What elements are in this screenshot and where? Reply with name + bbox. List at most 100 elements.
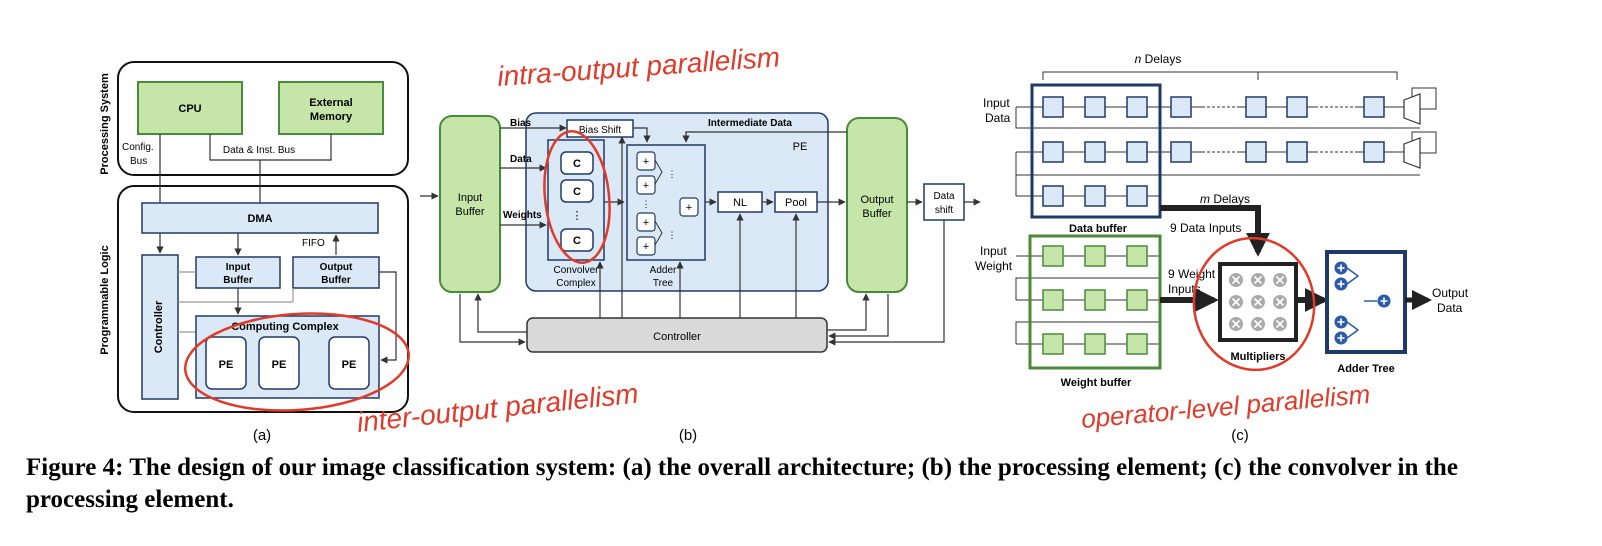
data-reg	[1084, 96, 1106, 118]
panel-a: Processing System Programmable Logic CPU…	[99, 61, 411, 444]
adder-b-1-plus: +	[643, 156, 649, 168]
adder-b-3	[636, 212, 656, 232]
controller-label: Controller	[153, 300, 165, 353]
weight-reg	[1084, 245, 1106, 267]
pe-box-3	[328, 336, 370, 390]
input-buffer-b-label-2: Buffer	[455, 206, 484, 218]
adder-b-4	[636, 236, 656, 256]
convolver-complex-label-1: Convolver	[553, 265, 599, 276]
output-buffer-b-label-1: Output	[860, 194, 893, 206]
delay-reg	[1245, 96, 1267, 118]
adder-dots-3: ⋮	[668, 230, 677, 240]
data-label: Data	[510, 154, 532, 165]
panel-a-tag: (a)	[253, 427, 271, 444]
data-reg	[1042, 141, 1064, 163]
bias-shift-label: Bias Shift	[579, 125, 621, 136]
output-buffer-b-label-2: Buffer	[862, 208, 891, 220]
data-buffer-label: Data buffer	[1069, 223, 1128, 235]
data-reg	[1126, 141, 1148, 163]
weights-label: Weights	[503, 210, 542, 221]
delay-reg	[1286, 141, 1308, 163]
weight-reg	[1084, 333, 1106, 355]
controller-box	[141, 254, 179, 400]
mux-1	[1403, 93, 1421, 125]
data-inst-bus-line	[209, 134, 332, 161]
data-reg	[1084, 185, 1106, 207]
external-memory-box	[278, 81, 384, 135]
plus-icon	[1337, 318, 1345, 326]
convolver-dots: ⋮	[572, 210, 583, 222]
intermediate-arrow	[682, 131, 847, 143]
input-weight-label-2: Weight	[975, 259, 1013, 273]
m-delays-label: m Delays	[1200, 192, 1250, 206]
weight-reg	[1042, 333, 1064, 355]
data-inst-bus-label: Data & Inst. Bus	[223, 145, 295, 156]
programmable-logic-label: Programmable Logic	[99, 245, 111, 354]
data-reg	[1084, 141, 1106, 163]
intra-output-annotation: intra-output parallelism	[496, 41, 781, 92]
input-buffer-label-1: Input	[226, 262, 251, 273]
delay-reg	[1286, 96, 1308, 118]
ib-to-ctrl-b	[459, 294, 526, 346]
external-memory-label-2: Memory	[310, 111, 353, 123]
multiply-icon	[1253, 319, 1263, 329]
figure-diagram: Processing System Programmable Logic CPU…	[99, 41, 1469, 444]
input-weight-label-1: Input	[980, 244, 1007, 258]
convolver-c-3	[560, 228, 594, 252]
weight-register-cells	[1042, 245, 1148, 355]
output-buffer-b-box	[846, 117, 908, 293]
weight-reg	[1126, 333, 1148, 355]
adder-b-4-plus: +	[643, 241, 649, 253]
dma-label: DMA	[247, 213, 272, 225]
ob-to-ctrl-b	[828, 294, 889, 340]
weight-buffer-label: Weight buffer	[1061, 377, 1132, 389]
convolver-c-1	[560, 151, 594, 175]
intermediate-data-label: Intermediate Data	[708, 118, 792, 129]
adder-merge-2	[654, 220, 663, 246]
adder-tree-b-label-1: Adder	[650, 265, 677, 276]
input-data-label-2: Data	[985, 111, 1011, 125]
n-delays-bracket	[1042, 71, 1398, 80]
multiply-icon	[1231, 275, 1241, 285]
weight-reg	[1126, 245, 1148, 267]
m-delays-var: m	[1200, 192, 1210, 206]
nine-data-inputs-label: 9 Data Inputs	[1170, 221, 1241, 235]
plus-icon	[1337, 264, 1345, 272]
delay-reg	[1170, 96, 1192, 118]
panel-b-tag: (b)	[679, 427, 697, 444]
config-bus-label-2: Bus	[130, 156, 147, 167]
n-delays-label: n Delays	[1135, 52, 1182, 66]
output-buffer-label-2: Buffer	[321, 275, 351, 286]
operator-level-circle	[1192, 236, 1316, 372]
mux-2	[1403, 137, 1421, 169]
adder-b-3-plus: +	[643, 217, 649, 229]
convolver-c-2	[560, 179, 594, 203]
data-buffer-box	[1030, 83, 1162, 219]
multiply-icon	[1231, 297, 1241, 307]
data-register-cells	[1042, 96, 1385, 207]
multiply-icon	[1231, 319, 1241, 329]
panel-c-tag: (c)	[1231, 427, 1249, 444]
pe-label-2: PE	[272, 359, 287, 371]
convolver-c-1-label: C	[573, 158, 581, 170]
adder-b-2-plus: +	[643, 180, 649, 192]
m-delays-text: Delays	[1210, 192, 1250, 206]
multiplier-grid	[1229, 273, 1287, 331]
weight-reg	[1042, 245, 1064, 267]
cpu-label: CPU	[178, 103, 201, 115]
adder-b-final	[679, 197, 699, 217]
pe-box-1	[205, 336, 247, 390]
data-shift-label-1: Data	[933, 191, 955, 202]
plus-icon	[1380, 297, 1388, 305]
figure-caption: Figure 4: The design of our image classi…	[26, 454, 1458, 513]
pe-b-label: PE	[793, 141, 808, 153]
config-bus-label-1: Config.	[122, 142, 154, 153]
adder-tree-b-label-2: Tree	[653, 278, 674, 289]
panel-b: Input Buffer PE Output Buffer Data shift…	[420, 112, 981, 444]
convolver-c-3-label: C	[573, 235, 581, 247]
dma-box	[141, 202, 379, 234]
adder-merge-line	[1346, 321, 1360, 339]
adder-merge-line	[1346, 267, 1360, 285]
plus-icon	[1337, 334, 1345, 342]
data-shift-box	[923, 183, 965, 221]
